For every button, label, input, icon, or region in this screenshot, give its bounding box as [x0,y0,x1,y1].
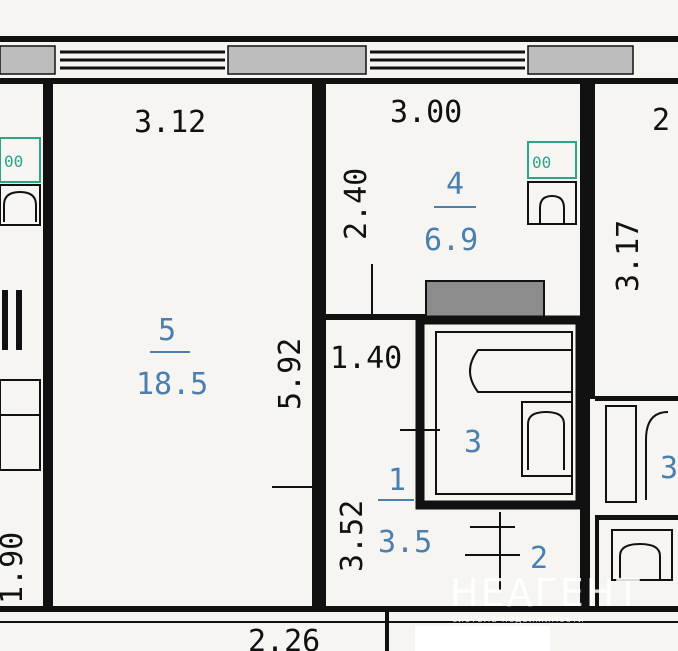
dim-top-right-partial: 2 [652,103,670,138]
bottom-exterior-wall [0,606,678,651]
window-middle [370,50,525,70]
room-3-number: 3 [464,425,482,460]
room4-fixture: 00 [371,141,577,314]
room-4-number: 4 [446,167,464,202]
right-rooms-fixtures [605,405,673,581]
watermark-brand: НЕАГЕНТ [450,571,642,615]
window-left [60,50,225,70]
room-1-number: 1 [388,463,406,498]
room-5-area: 18.5 [136,367,208,402]
svg-text:00: 00 [532,153,551,172]
top-exterior-wall [0,36,678,84]
watermark-tagline: система недвижимости [452,615,585,625]
dim-left-partial: 1.90 [0,532,30,604]
left-column-fixtures: 00 [0,137,41,471]
room-3-right-number: 3 [660,451,678,486]
room-2-number: 2 [530,541,548,576]
dim-right-room-height: 3.17 [611,220,646,292]
dim-corridor-width: 1.40 [330,341,402,376]
svg-text:00: 00 [4,152,23,171]
dim-room4-upper: 2.40 [339,168,374,240]
dim-room1-length: 3.52 [335,500,370,572]
dim-bottom-partial: 2.26 [248,624,320,651]
interior-walls [43,84,678,606]
dim-room4-width: 3.00 [390,95,462,130]
room-4-area: 6.9 [424,223,478,258]
dim-room5-width: 3.12 [134,105,206,140]
dimension-ticks [272,486,520,590]
dim-room5-length: 5.92 [273,338,308,410]
room-5-number: 5 [158,313,176,348]
bathroom-3-block [400,280,585,510]
room-1-area: 3.5 [378,525,432,560]
